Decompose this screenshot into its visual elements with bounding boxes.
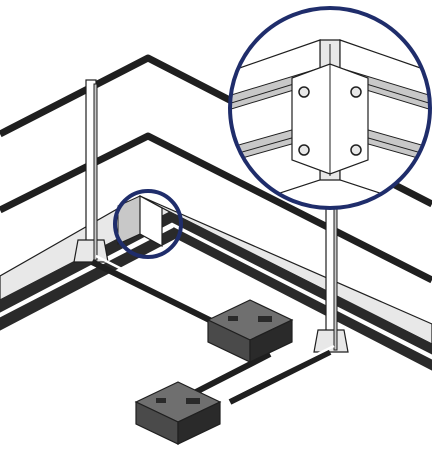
parapet-right-band [169,211,432,355]
roof-parapet-edge [0,194,432,371]
parapet-inner-right-face [139,194,163,248]
corner-post-right [313,199,349,353]
corner-callout-ring-small [113,189,183,259]
counterweight-base-near [206,299,294,363]
corner-connector-detail [228,6,432,210]
bracket-bolts [298,86,362,156]
counterweight-base-far [134,381,222,445]
parapet-right-band-2 [173,227,432,371]
corner-post-left [73,79,109,263]
detail-callout-ring-large [228,6,432,210]
